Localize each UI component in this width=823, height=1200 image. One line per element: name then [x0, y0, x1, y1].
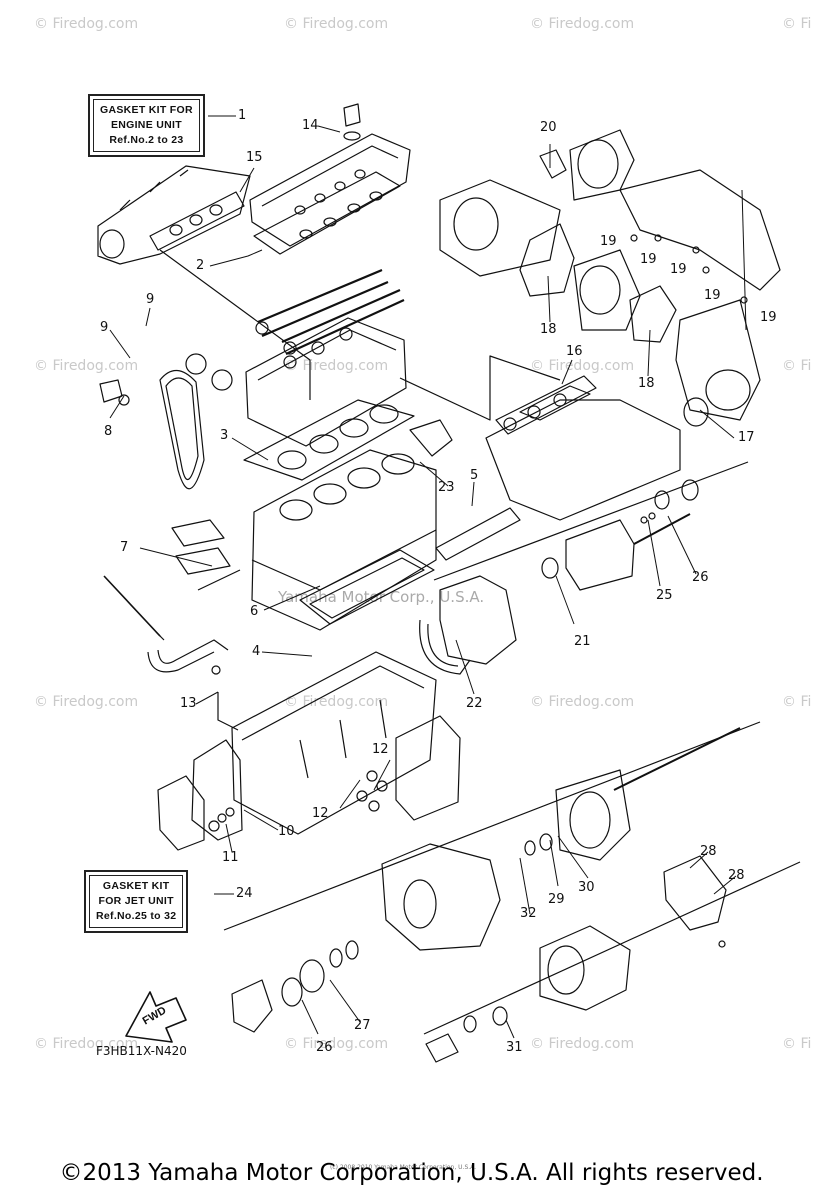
ref-number: 26: [316, 1040, 333, 1055]
kit-line: GASKET KIT: [102, 880, 170, 892]
watermark: © Firedog.com: [530, 1036, 635, 1052]
ref-number: 12: [372, 742, 389, 757]
ref-number: 19: [704, 288, 721, 303]
watermark: © Fi: [782, 16, 812, 32]
engine-gasket-kit-label: GASKET KIT FOR ENGINE UNIT Ref.No.2 to 2…: [88, 94, 205, 157]
jet-gasket-kit-label: GASKET KIT FOR JET UNIT Ref.No.25 to 32: [84, 870, 189, 933]
ref-number: 12: [312, 806, 329, 821]
ref-number: 8: [104, 424, 113, 439]
ref-number: 13: [180, 696, 197, 711]
ref-number: 23: [438, 480, 455, 495]
copyright-footer: ©2013 Yamaha Motor Corporation, U.S.A. A…: [59, 1160, 764, 1186]
ref-number: 2: [196, 258, 205, 273]
parts-line-art: [97, 103, 801, 1063]
ref-number: 16: [566, 344, 583, 359]
ref-number: 28: [728, 868, 745, 883]
watermark: © Firedog.com: [34, 358, 139, 374]
kit-line: FOR JET UNIT: [98, 895, 174, 907]
ref-number: 20: [540, 120, 557, 135]
ref-number: 14: [302, 118, 319, 133]
watermark: © Firedog.com: [34, 694, 139, 710]
ref-number: 19: [760, 310, 777, 325]
ref-number: 31: [506, 1040, 523, 1055]
kit-line: Ref.No.25 to 32: [96, 910, 177, 922]
ref-number: 7: [120, 540, 129, 555]
ref-number: 24: [236, 886, 253, 901]
ref-number: 29: [548, 892, 565, 907]
ref-number: 21: [574, 634, 591, 649]
fine-print: (c) 2008 2010 Yamaha Motor Corporation, …: [330, 1164, 477, 1171]
ref-number: 6: [250, 604, 259, 619]
ref-number: 18: [540, 322, 557, 337]
kit-line: GASKET KIT FOR: [100, 104, 193, 116]
watermark: © Fi: [782, 358, 812, 374]
ref-number: 5: [470, 468, 479, 483]
ref-number: 17: [738, 430, 755, 445]
ref-number: 30: [578, 880, 595, 895]
watermark: © Firedog.com: [530, 16, 635, 32]
ref-number: 15: [246, 150, 263, 165]
kit-line: ENGINE UNIT: [110, 119, 182, 131]
ref-number: 19: [600, 234, 617, 249]
ref-number: 32: [520, 906, 537, 921]
diagram-code: F3HB11X-N420: [96, 1044, 187, 1058]
watermark: © Fi: [782, 1036, 812, 1052]
ref-number: 9: [146, 292, 155, 307]
ref-number: 3: [220, 428, 229, 443]
kit-line: Ref.No.2 to 23: [109, 134, 184, 146]
ref-number: 22: [466, 696, 483, 711]
ref-number: 25: [656, 588, 673, 603]
ref-number: 27: [354, 1018, 371, 1033]
ref-number: 4: [252, 644, 261, 659]
watermark: © Firedog.com: [530, 358, 635, 374]
ref-number: 1: [238, 108, 247, 123]
ref-number: 26: [692, 570, 709, 585]
watermark: © Firedog.com: [284, 694, 389, 710]
watermark: © Firedog.com: [34, 1036, 139, 1052]
watermark: © Fi: [782, 694, 812, 710]
ref-number: 19: [670, 262, 687, 277]
ref-number: 11: [222, 850, 239, 865]
ref-number: 10: [278, 824, 295, 839]
ref-number: 9: [100, 320, 109, 335]
watermark: © Firedog.com: [530, 694, 635, 710]
ref-number: 18: [638, 376, 655, 391]
watermark: © Firedog.com: [284, 1036, 389, 1052]
watermark: © Firedog.com: [34, 16, 139, 32]
ref-number: 19: [640, 252, 657, 267]
watermark: © Firedog.com: [284, 16, 389, 32]
ref-number: 28: [700, 844, 717, 859]
